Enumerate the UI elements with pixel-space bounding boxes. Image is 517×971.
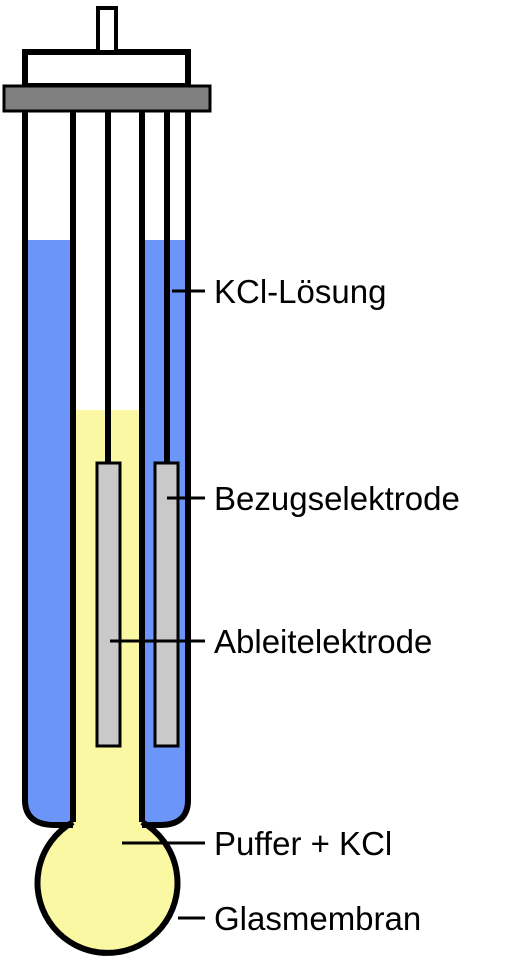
reference-electrode: [153, 461, 180, 748]
lead-off-electrode: [95, 461, 122, 748]
label-puffer-kcl: Puffer + KCl: [214, 825, 392, 862]
label-bezugselektrode: Bezugselektrode: [214, 480, 460, 517]
connector-pin: [96, 6, 118, 54]
cap-plate: [2, 84, 212, 113]
label-kcl-loesung: KCl-Lösung: [214, 273, 386, 310]
glass-membrane-outline: [34, 819, 181, 956]
outer-tube-outline: [22, 110, 191, 828]
label-ableitelektrode: Ableitelektrode: [214, 623, 432, 660]
cap-housing: [22, 49, 191, 89]
label-glasmembran: Glasmembran: [214, 900, 421, 937]
